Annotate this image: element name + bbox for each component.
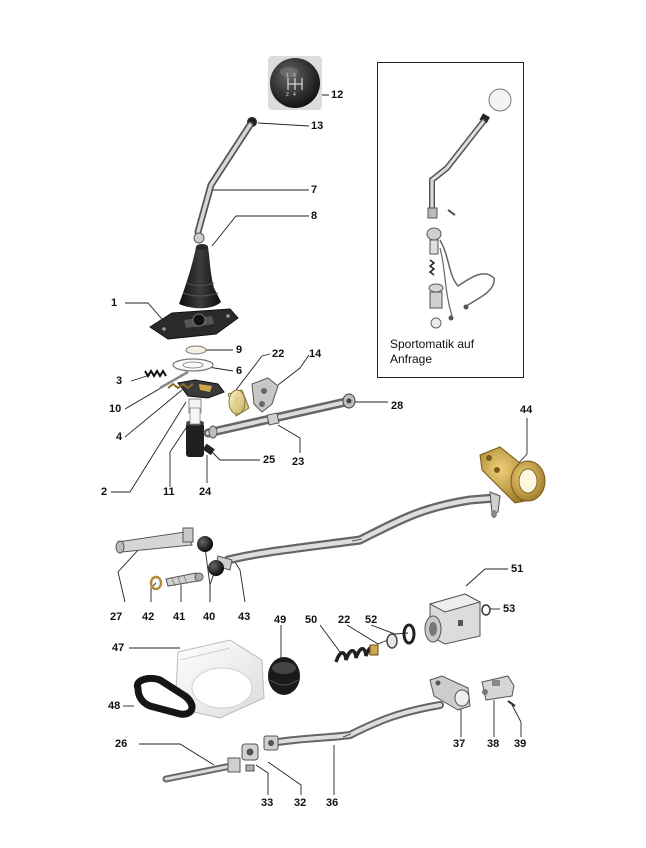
inset-caption-line2: Anfrage: [390, 352, 433, 366]
callout-26: 26: [115, 738, 128, 750]
shift-pattern-gear-2: 2: [286, 92, 289, 98]
callout-38: 38: [487, 738, 500, 750]
callout-11: 11: [163, 486, 175, 498]
callout-23: 23: [292, 456, 305, 468]
callout-44: 44: [520, 404, 533, 416]
callout-25: 25: [263, 454, 276, 466]
rubber-boot: [268, 657, 300, 695]
callout-8: 8: [311, 210, 318, 222]
shift-lever-assembly: [179, 117, 257, 309]
shift-pattern-gear-3: 3: [293, 73, 296, 79]
universal-joint: [241, 743, 259, 772]
shift-pattern-gear-4: 4: [293, 92, 296, 98]
sportomatik-inset-caption: Sportomatik auf Anfrage: [390, 337, 510, 367]
shift-shaft: [203, 396, 355, 439]
callout-49: 49: [274, 614, 287, 626]
long-shift-rod: [215, 491, 501, 571]
callout-13: 13: [311, 120, 324, 132]
brass-mounting-bracket: [479, 446, 546, 504]
pivot-bracket: [429, 675, 471, 711]
callout-42: 42: [142, 611, 155, 623]
leader-lines: [111, 89, 528, 795]
pivot-pin: [165, 572, 204, 587]
washer: [172, 358, 214, 372]
callout-43: 43: [238, 611, 251, 623]
sportomatik-inset-frame: [377, 62, 524, 378]
callout-22-upper: 22: [272, 348, 285, 360]
callout-52: 52: [365, 614, 378, 626]
sportomatik-inset-drawing: [426, 88, 512, 329]
retaining-ring: [402, 623, 416, 645]
ring: [185, 345, 207, 355]
mounting-bracket: [251, 377, 279, 413]
translucent-cover: [175, 639, 265, 719]
callout-1: 1: [111, 297, 118, 309]
o-ring: [481, 604, 491, 616]
gear-knob: 1 3 2 4: [268, 56, 322, 110]
bushing: [227, 389, 250, 417]
callout-36: 36: [326, 797, 339, 809]
inset-caption-line1: Sportomatik auf: [390, 337, 475, 351]
shaft-coupling: [342, 393, 356, 409]
callout-27: 27: [110, 611, 123, 623]
callout-37: 37: [453, 738, 466, 750]
selector-plate: [177, 379, 225, 399]
callout-50: 50: [305, 614, 318, 626]
callout-7: 7: [311, 184, 318, 196]
spring-coil: [167, 382, 194, 390]
callout-32: 32: [294, 797, 307, 809]
callout-40: 40: [203, 611, 216, 623]
callout-24: 24: [199, 486, 212, 498]
callout-28: 28: [391, 400, 404, 412]
lower-shift-rod: [263, 701, 444, 751]
shift-rod-shaft: [162, 757, 241, 783]
coupling-housing: [424, 593, 482, 645]
shift-pattern-gear-1: 1: [286, 73, 289, 79]
callout-41: 41: [173, 611, 186, 623]
shift-guide-block: [481, 675, 515, 701]
callout-51: 51: [511, 563, 524, 575]
callout-6: 6: [236, 365, 243, 377]
rod-end-joint: [115, 527, 194, 554]
detent-pin: [159, 370, 189, 390]
callout-33: 33: [261, 797, 274, 809]
callout-53: 53: [503, 603, 516, 615]
callout-4: 4: [116, 431, 123, 443]
shift-boot: [179, 247, 221, 309]
shifter-base-plate: [149, 308, 239, 340]
small-screw: [507, 700, 516, 707]
shift-pattern-icon: [287, 78, 303, 90]
bushing: [386, 633, 398, 649]
callout-3: 3: [116, 375, 123, 387]
rubber-gasket: [133, 674, 196, 718]
callout-48: 48: [108, 700, 121, 712]
callout-39: 39: [514, 738, 527, 750]
callout-22-lower: 22: [338, 614, 351, 626]
callout-47: 47: [112, 642, 125, 654]
callout-9: 9: [236, 344, 243, 356]
callout-2: 2: [101, 486, 108, 498]
guide-sleeve: [186, 407, 204, 457]
callout-14: 14: [309, 348, 322, 360]
set-screw: [202, 443, 215, 456]
ball-joint: [208, 560, 224, 576]
coil-spring: [334, 644, 379, 663]
callout-10: 10: [109, 403, 122, 415]
callout-12: 12: [331, 89, 344, 101]
ball-joint: [197, 536, 213, 552]
brass-washer: [149, 575, 163, 591]
detent-spring: [144, 369, 167, 378]
